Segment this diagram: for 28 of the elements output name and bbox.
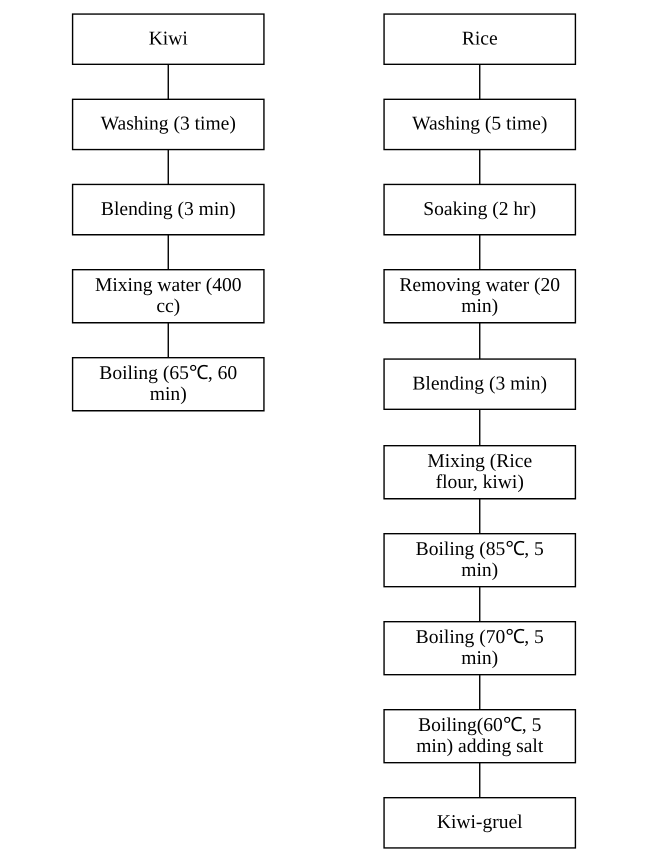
connector (478, 64, 480, 99)
connector (478, 675, 480, 710)
node-box: Boiling (65℃, 60 min) (71, 356, 264, 412)
node-box: Blending (3 min) (382, 358, 576, 410)
node-box: Boiling(60℃, 5 min) adding salt (382, 708, 576, 764)
connector (478, 587, 480, 622)
node-box: Rice (382, 13, 576, 66)
connector (167, 150, 168, 184)
node-box: Mixing water (400 cc) (71, 268, 264, 324)
node-box: Removing water (20 min) (382, 268, 576, 324)
connector (478, 410, 480, 446)
node-box: Blending (3 min) (71, 184, 264, 236)
connector (478, 150, 480, 184)
node-box: Washing (5 time) (382, 98, 576, 150)
connector (167, 64, 168, 99)
node-box: Kiwi-gruel (382, 796, 576, 849)
node-box: Soaking (2 hr) (382, 184, 576, 236)
connector (478, 762, 480, 798)
connector (478, 323, 480, 359)
node-box: Mixing (Rice flour, kiwi) (382, 444, 576, 500)
node-box: Kiwi (71, 13, 264, 66)
connector (478, 499, 480, 534)
connector (167, 234, 168, 270)
connector (478, 234, 480, 270)
node-box: Washing (3 time) (71, 98, 264, 150)
connector (167, 323, 168, 358)
node-box: Boiling (85℃, 5 min) (382, 532, 576, 588)
node-box: Boiling (70℃, 5 min) (382, 620, 576, 676)
